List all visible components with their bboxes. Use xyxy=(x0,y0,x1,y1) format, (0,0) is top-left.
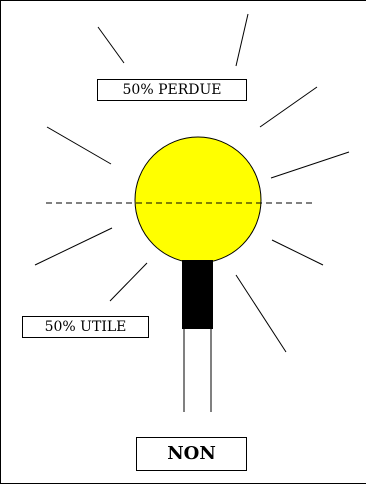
bulb-globe xyxy=(135,137,261,263)
ray-top-left xyxy=(98,27,124,63)
ray-top-right xyxy=(236,14,248,66)
label-useful-energy: 50% UTILE xyxy=(22,316,149,338)
ray-right-upper xyxy=(271,152,349,178)
ray-upper-left xyxy=(47,127,111,164)
label-lost-energy: 50% PERDUE xyxy=(97,79,247,101)
ray-upper-right xyxy=(260,87,317,127)
label-verdict: NON xyxy=(136,437,247,471)
ray-right-lower xyxy=(272,240,323,265)
ray-bottom-left xyxy=(110,263,147,301)
ray-bottom-right xyxy=(236,275,286,352)
ray-lower-left xyxy=(35,228,112,265)
bulb-base xyxy=(182,260,213,329)
